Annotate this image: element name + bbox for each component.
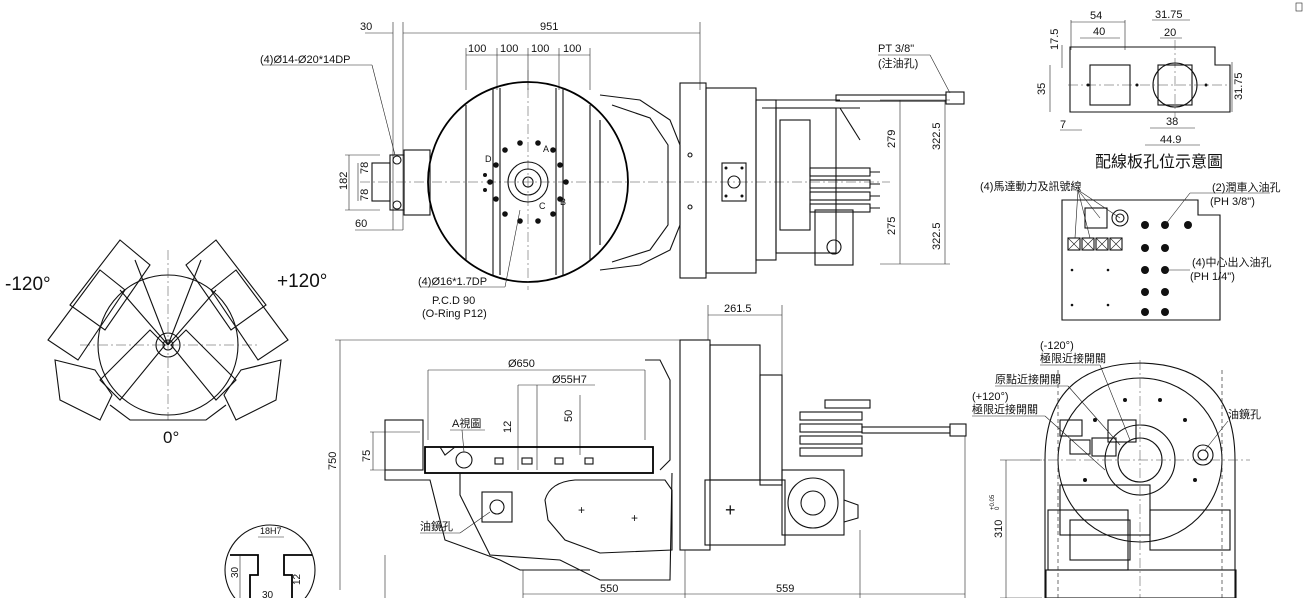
lube-in-label: (2)潤車入油孔 xyxy=(1212,180,1280,194)
dim-12-detail: 12 xyxy=(292,573,303,585)
marker-d: D xyxy=(485,154,492,164)
pt-sub-label: (注油孔) xyxy=(878,56,918,70)
dim-951: 951 xyxy=(540,21,558,33)
tilt-plus-120: +120° xyxy=(277,271,327,292)
dim-100-c: 100 xyxy=(531,43,549,55)
dim-20: 20 xyxy=(1164,27,1176,39)
dim-550: 550 xyxy=(600,583,618,595)
svg-text:+: + xyxy=(578,503,585,517)
dim-44-9: 44.9 xyxy=(1160,134,1181,146)
dim-322-5-b: 322.5 xyxy=(931,222,943,250)
dim-31-75-side: 31.75 xyxy=(1233,72,1245,100)
pt-label: PT 3/8" xyxy=(878,43,914,55)
dim-100-b: 100 xyxy=(500,43,518,55)
dim-559: 559 xyxy=(776,583,794,595)
dim-182: 182 xyxy=(338,172,350,190)
side-view: 261.5 Ø650 Ø55H7 50 12 75 A視圖 油鏡孔 xyxy=(327,303,967,598)
dim-60: 60 xyxy=(355,218,367,230)
minus-120-label: (-120°) xyxy=(1040,340,1074,352)
dim-78-b: 78 xyxy=(359,189,371,201)
marker-c: C xyxy=(539,201,546,211)
dim-279: 279 xyxy=(886,130,898,148)
tilt-view: -120° +120° 0° xyxy=(5,239,327,447)
wiring-plate: 54 40 31.75 20 17.5 35 7 31.75 38 44.9 配… xyxy=(980,9,1280,321)
dim-31-75-top: 31.75 xyxy=(1155,9,1183,21)
dim-50: 50 xyxy=(563,410,575,422)
dim-18h7: 18H7 xyxy=(260,526,282,536)
dim-30-detail: 30 xyxy=(230,566,241,578)
dim-7: 7 xyxy=(1060,119,1066,131)
tslot-detail: 18H7 30 12 30 xyxy=(224,524,316,598)
dim-40: 40 xyxy=(1093,26,1105,38)
pin-callout: (4)Ø16*1.7DP xyxy=(418,276,487,288)
plus-120-label: (+120°) xyxy=(972,391,1009,403)
dim-30: 30 xyxy=(360,21,372,33)
dim-30b-detail: 30 xyxy=(262,590,274,598)
dim-310-tol: +0.05 xyxy=(990,494,996,510)
marker-b: B xyxy=(560,197,566,207)
dim-322-5-a: 322.5 xyxy=(931,122,943,150)
dim-275: 275 xyxy=(886,217,898,235)
center-out-spec: (PH 1/4") xyxy=(1190,271,1235,283)
motor-line-label: (4)馬達動力及訊號線 xyxy=(980,179,1081,193)
dim-100-d: 100 xyxy=(563,43,581,55)
dim-78-a: 78 xyxy=(359,162,371,174)
limit-switch-a: 極限近接開關 xyxy=(1040,351,1106,365)
tilt-zero: 0° xyxy=(163,428,179,447)
marker-a: A xyxy=(543,144,549,154)
oring-label: (O-Ring P12) xyxy=(422,308,487,320)
dim-750: 750 xyxy=(327,452,339,470)
dim-54: 54 xyxy=(1090,10,1102,22)
dim-55h7: Ø55H7 xyxy=(552,374,587,386)
dim-38: 38 xyxy=(1166,116,1178,128)
center-out-label: (4)中心出入油孔 xyxy=(1192,255,1271,269)
svg-text:0: 0 xyxy=(995,506,1001,510)
dim-650: Ø650 xyxy=(508,358,535,370)
svg-text:+: + xyxy=(725,500,736,520)
origin-switch: 原點近接開關 xyxy=(995,373,1061,386)
dim-100-a: 100 xyxy=(468,43,486,55)
front-oil-gauge: 油鏡孔 xyxy=(1228,407,1261,421)
lube-in-spec: (PH 3/8") xyxy=(1210,196,1255,208)
dim-17-5: 17.5 xyxy=(1049,29,1061,50)
oil-gauge-label: 油鏡孔 xyxy=(420,519,453,533)
hole-callout: (4)Ø14-Ø20*14DP xyxy=(260,54,351,66)
dim-12: 12 xyxy=(502,421,514,433)
dim-35: 35 xyxy=(1036,83,1048,95)
tilt-minus-120: -120° xyxy=(5,274,51,295)
wiring-title: 配線板孔位示意圖 xyxy=(1095,152,1223,171)
front-view: (-120°) 極限近接開關 原點近接開關 (+120°) 極限近接開關 油鏡孔… xyxy=(972,340,1261,598)
view-a-label: A視圖 xyxy=(452,416,481,430)
dim-75: 75 xyxy=(361,450,373,462)
svg-text:+: + xyxy=(631,511,638,525)
limit-switch-b: 極限近接開關 xyxy=(972,402,1038,416)
dim-261-5: 261.5 xyxy=(724,303,752,315)
top-view: 30 951 100 100 100 100 (4)Ø14-Ø20*14DP 1… xyxy=(260,21,965,320)
pcd-label: P.C.D 90 xyxy=(432,295,475,307)
dim-310: 310 xyxy=(993,520,1005,538)
